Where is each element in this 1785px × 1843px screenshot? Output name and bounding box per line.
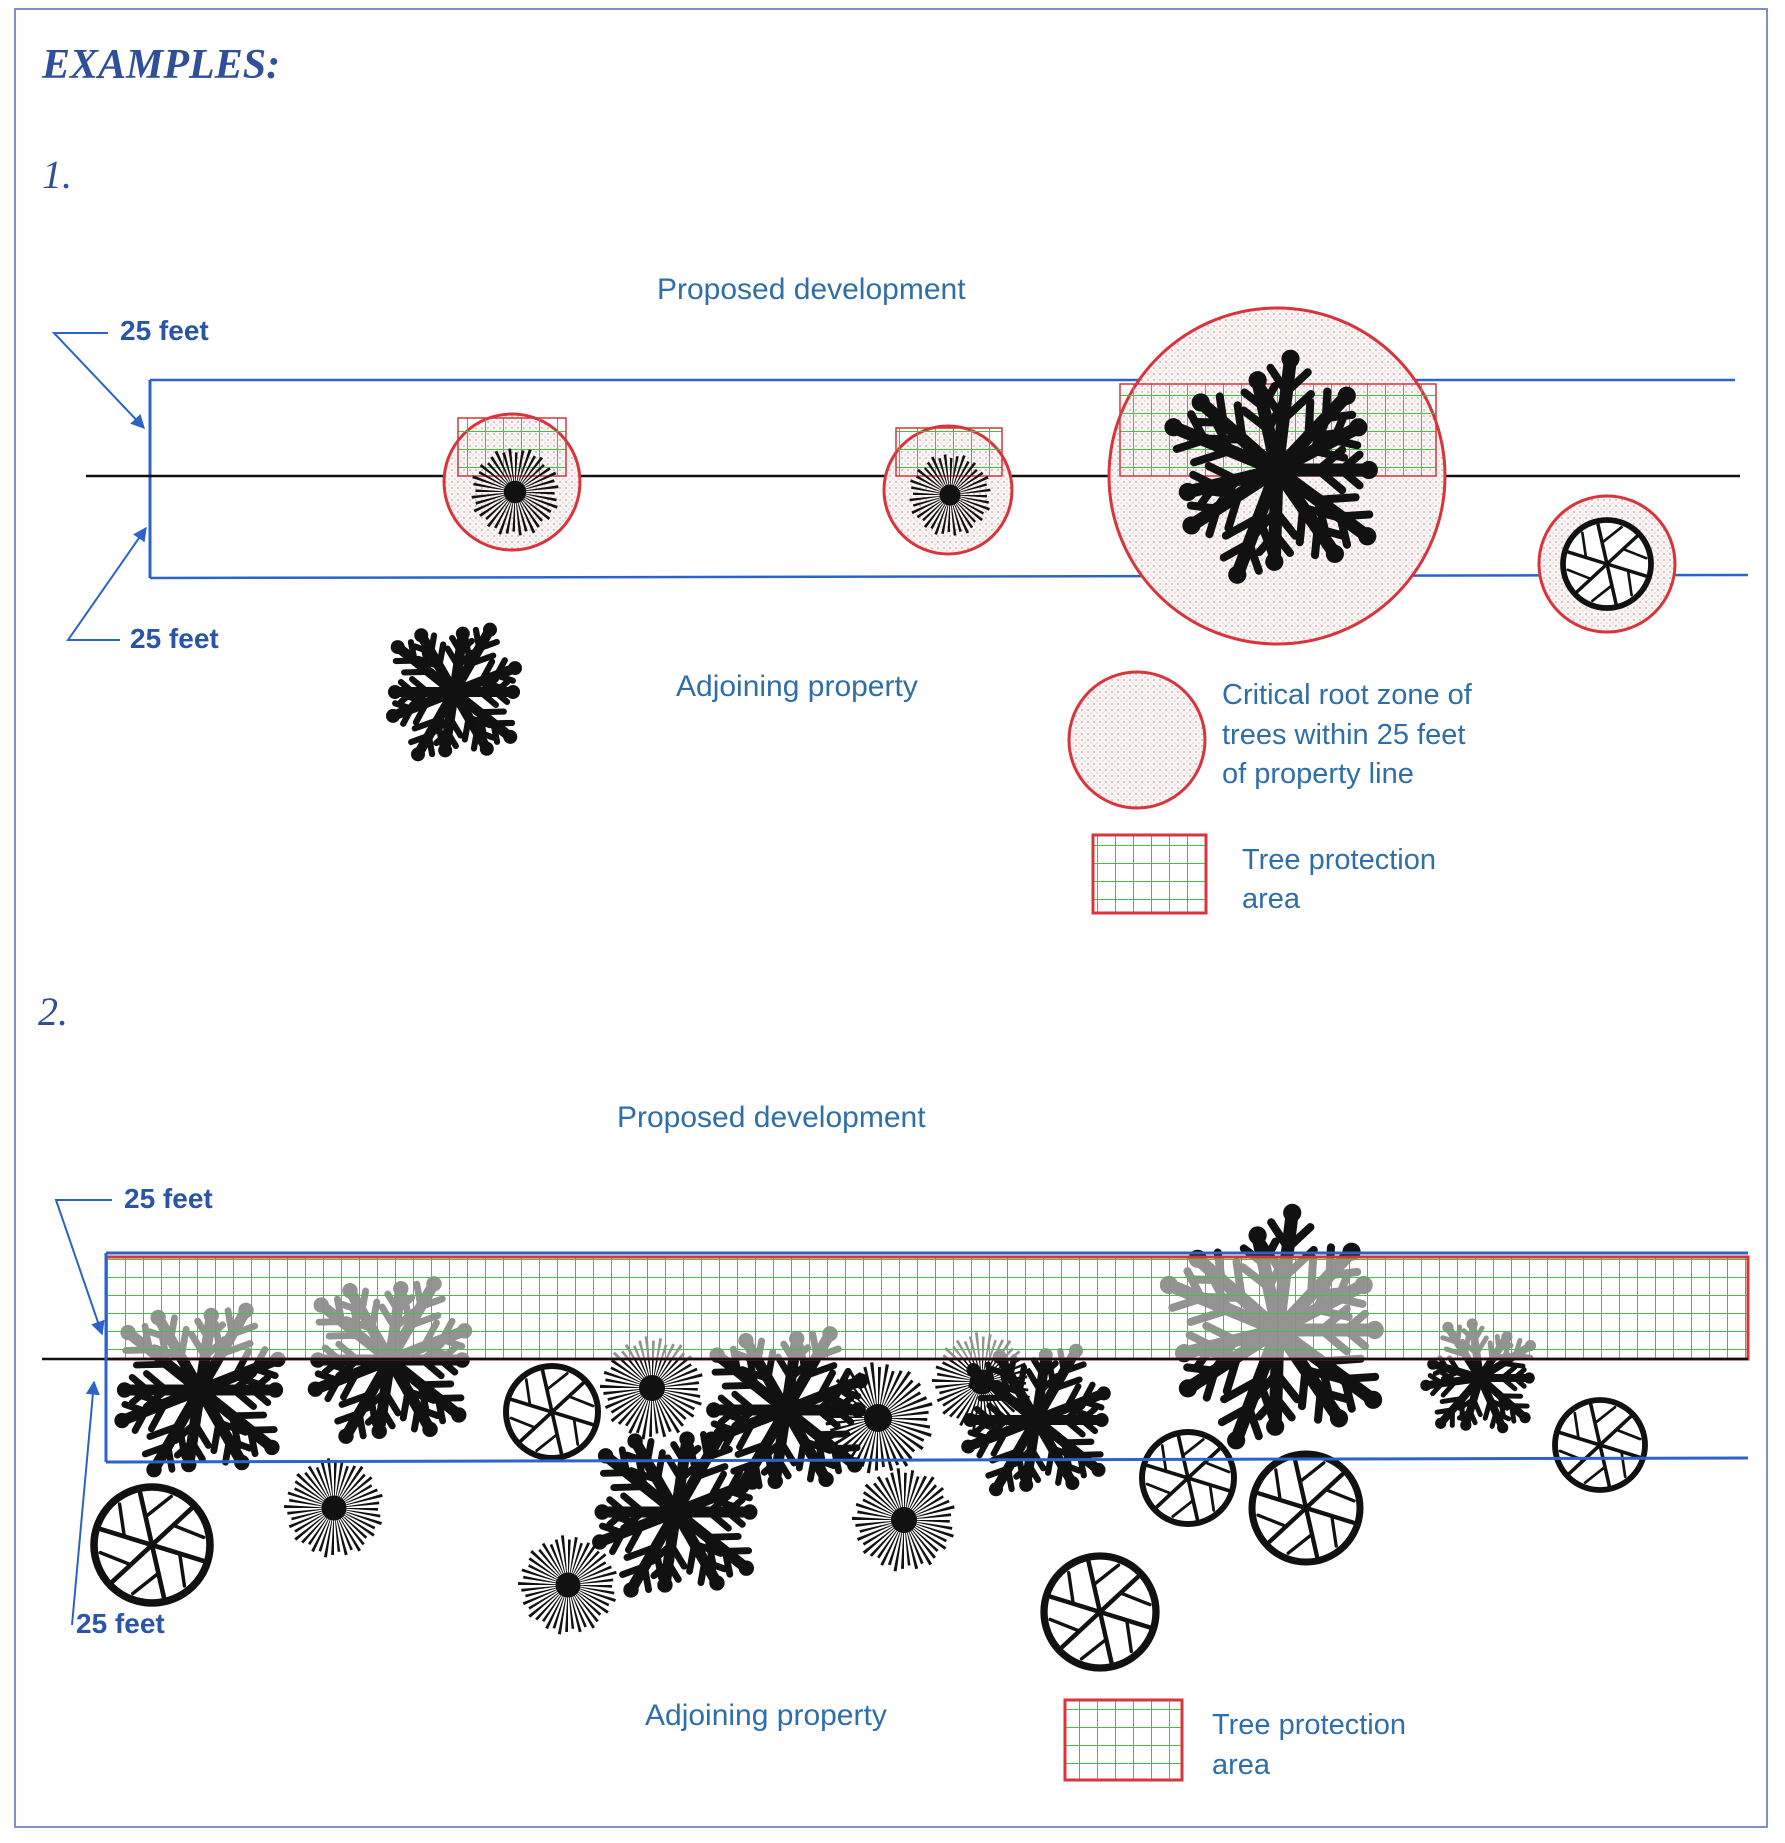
example-2-number: 2. (38, 989, 68, 1034)
tree-3-canopy-icon (1164, 349, 1378, 584)
cluster-tree-f-icon (600, 1336, 703, 1440)
diagram-frame (14, 8, 1768, 1828)
example-1-number: 1. (42, 152, 72, 197)
tree-2-canopy-icon (909, 454, 991, 536)
legend-protection-1-line-1: Tree protection (1242, 844, 1436, 876)
example-1: 1. Proposed development 25 feet 25 feet (42, 152, 1749, 915)
example-2-adjoining-label: Adjoining property (645, 1699, 887, 1732)
tree-4-canopy-icon (1560, 517, 1654, 611)
dim-label-top: 25 feet (120, 315, 209, 346)
example-1-proposed-label: Proposed development (657, 273, 966, 306)
legend-protection-swatch-2 (1063, 1698, 1184, 1782)
tree-1-root-zone (442, 412, 582, 552)
tree-2-protection-area (895, 427, 1003, 477)
tree-1-canopy-icon (471, 448, 559, 536)
cluster-tree-k-icon (852, 1468, 955, 1572)
legend-root-zone: Critical root zone of trees within 25 fe… (1067, 670, 1473, 810)
legend-protection-2-line-2: area (1212, 1749, 1271, 1781)
legend-protection-2-line-1: Tree protection (1212, 1709, 1406, 1741)
adjoining-tree-icon (385, 622, 523, 762)
dim-arrow-top-2 (54, 1199, 112, 1336)
example-2-proposed-label: Proposed development (617, 1101, 926, 1134)
tree-protection-band (104, 1255, 1750, 1361)
cluster-tree-d-icon (284, 1458, 383, 1558)
cluster-tree-o-icon (1139, 1429, 1237, 1527)
dim-label-top-2: 25 feet (124, 1183, 213, 1214)
dim-arrow-bottom-2 (71, 1380, 100, 1626)
setback-line-bottom-2 (105, 1456, 1749, 1464)
tree-4-root-zone (1537, 494, 1677, 634)
dim-arrow-top (51, 332, 145, 430)
tree-3-root-zone (1107, 306, 1447, 646)
cluster-tree-e-icon (503, 1363, 601, 1461)
cluster-tree-n-icon (1040, 1552, 1160, 1672)
example-2: 2. Proposed development 25 feet 25 feet (38, 989, 1750, 1782)
cluster-tree-m-icon (961, 1343, 1111, 1497)
example-1-adjoining-label: Adjoining property (676, 670, 918, 703)
legend-root-zone-swatch (1067, 670, 1207, 810)
legend-root-zone-line-1: Critical root zone of (1222, 679, 1473, 711)
page-title: EXAMPLES: (41, 42, 280, 88)
cluster-tree-c-icon (90, 1483, 214, 1607)
cluster-tree-q-icon (1552, 1397, 1648, 1493)
tree-2-root-zone (882, 424, 1014, 556)
legend-protection-1: Tree protection area (1091, 833, 1436, 915)
cluster-tree-h-icon (518, 1535, 617, 1635)
legend-root-zone-line-2: trees within 25 feet (1222, 719, 1465, 751)
dim-arrow-bottom (66, 526, 147, 641)
legend-protection-2: Tree protection area (1063, 1698, 1406, 1782)
setback-line-bottom (149, 573, 1749, 580)
cluster-tree-g-icon (592, 1426, 760, 1598)
legend-protection-swatch-1 (1091, 833, 1208, 915)
dim-label-bottom: 25 feet (130, 623, 219, 654)
cluster-tree-j-icon (822, 1362, 933, 1474)
cluster-tree-p-icon (1248, 1450, 1364, 1566)
dim-label-bottom-2: 25 feet (76, 1608, 165, 1639)
legend-protection-1-line-2: area (1242, 883, 1301, 915)
legend-root-zone-line-3: of property line (1222, 758, 1414, 790)
